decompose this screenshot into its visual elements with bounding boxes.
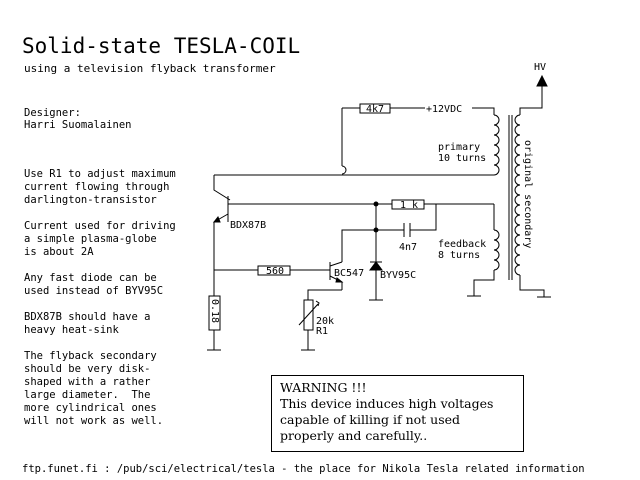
resistor-018-label: 0.18 xyxy=(209,299,220,323)
note-line: is about 2A xyxy=(24,246,94,258)
note-line: darlington-transistor xyxy=(24,194,157,206)
note-line: Use R1 to adjust maximum xyxy=(24,168,176,180)
primary-label: primary xyxy=(438,142,480,153)
resistor-018: 0.18 xyxy=(207,270,221,351)
pot-name-label: R1 xyxy=(316,326,328,337)
warning-box: WARNING !!! This device induces high vol… xyxy=(271,375,524,452)
resistor-4k7-label: 4k7 xyxy=(366,104,384,115)
feedback-label: feedback xyxy=(438,239,486,250)
page-title: Solid-state TESLA-COIL xyxy=(22,34,301,58)
note-line: BDX87B should have a xyxy=(24,311,151,323)
note-line: should be very disk- xyxy=(24,363,151,375)
pot-value-label: 20k xyxy=(316,316,334,327)
resistor-1k-label: 1 k xyxy=(400,200,418,211)
warning-line-3: capable of killing if not used xyxy=(280,412,461,427)
hv-output: HV xyxy=(519,62,548,115)
capacitor-4n7-label: 4n7 xyxy=(399,242,417,253)
resistor-560-label: 560 xyxy=(266,266,284,277)
transformer-core xyxy=(508,115,513,280)
diode-byv95c: BYV95C xyxy=(369,261,416,301)
secondary-label: original secondary xyxy=(522,140,533,248)
primary-winding: primary 10 turns xyxy=(214,114,500,176)
footer: ftp.funet.fi : /pub/sci/electrical/tesla… xyxy=(22,463,585,475)
feedback-network: 1 k 4n7 xyxy=(236,199,494,262)
designer-name: Harri Suomalainen xyxy=(24,119,132,131)
supply-label: +12VDC xyxy=(426,104,462,115)
note-line: a simple plasma-globe xyxy=(24,233,157,245)
transistor-bdx87b-label: BDX87B xyxy=(230,220,266,231)
subtitle: using a television flyback transformer xyxy=(24,62,276,75)
diode-label: BYV95C xyxy=(380,270,416,281)
warning-line-1: WARNING !!! xyxy=(280,380,367,395)
potentiometer-r1: 20k R1 xyxy=(298,289,342,351)
note-line: The flyback secondary xyxy=(24,350,157,362)
note-line: large diameter. The xyxy=(24,389,151,401)
note-line: heavy heat-sink xyxy=(24,324,119,336)
note-line: Current used for driving xyxy=(24,220,176,232)
note-line: used instead of BYV95C xyxy=(24,285,164,297)
hv-label: HV xyxy=(534,62,546,73)
secondary-winding: original secondary xyxy=(514,114,551,298)
note-line: current flowing through xyxy=(24,181,170,193)
warning-line-4: properly and carefully.. xyxy=(280,428,428,443)
feedback-winding: feedback 8 turns xyxy=(438,204,500,297)
note-line: more cylindrical ones xyxy=(24,402,157,414)
transistor-bdx87b: BDX87B xyxy=(212,175,266,270)
feedback-turns-label: 8 turns xyxy=(438,250,480,261)
note-line: Any fast diode can be xyxy=(24,272,157,284)
note-line: shaped with a rather xyxy=(24,376,151,388)
warning-line-2: This device induces high voltages xyxy=(280,396,494,411)
supply-rail: 4k7 +12VDC xyxy=(341,103,495,166)
base-drive: 560 BC547 xyxy=(214,261,364,290)
transistor-bc547-label: BC547 xyxy=(334,268,364,279)
note-line: will not work as well. xyxy=(24,415,164,427)
primary-turns-label: 10 turns xyxy=(438,153,486,164)
designer-label: Designer: xyxy=(24,107,81,119)
